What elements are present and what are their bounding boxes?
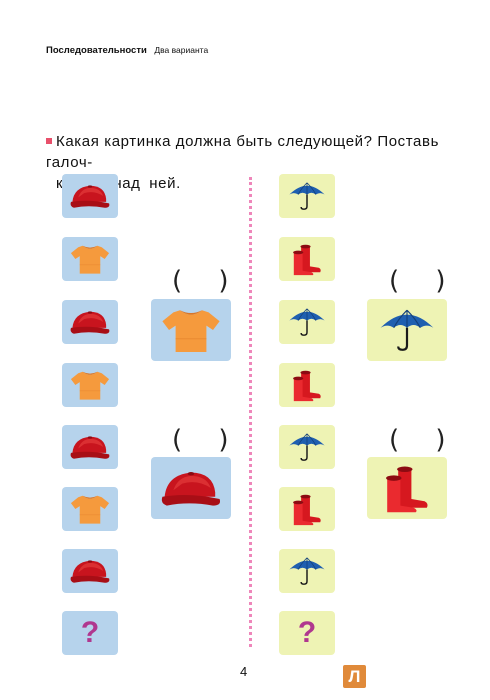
boots-card [279, 363, 335, 407]
answer-checkbox-tshirt[interactable]: ( ) [172, 266, 243, 296]
boots-card [279, 487, 335, 531]
bullet-icon [46, 138, 52, 144]
cap-icon [158, 463, 224, 513]
cap-icon [68, 554, 112, 588]
option-boots-card[interactable] [367, 457, 447, 519]
boots-icon [285, 242, 329, 276]
option-cap-card[interactable] [151, 457, 231, 519]
umbrella-icon [374, 305, 440, 355]
answer-checkbox-umbrella[interactable]: ( ) [389, 266, 460, 296]
boots-icon [374, 463, 440, 513]
option-tshirt-card[interactable] [151, 299, 231, 361]
instruction-line-1: Какая картинка должна быть следующей? По… [46, 133, 439, 171]
tshirt-card [62, 487, 118, 531]
boots-icon [285, 492, 329, 526]
question-card: ? [62, 611, 118, 655]
umbrella-card [279, 174, 335, 218]
page-number: 4 [240, 664, 248, 679]
answer-checkbox-cap[interactable]: ( ) [172, 425, 243, 455]
umbrella-card [279, 425, 335, 469]
cap-card [62, 300, 118, 344]
tshirt-icon [68, 492, 112, 526]
umbrella-card [279, 300, 335, 344]
option-umbrella-card[interactable] [367, 299, 447, 361]
answer-checkbox-boots[interactable]: ( ) [389, 425, 460, 455]
cap-card [62, 549, 118, 593]
cap-card [62, 425, 118, 469]
tshirt-icon [68, 242, 112, 276]
page-header: Последовательности Два варианта [46, 45, 208, 56]
umbrella-icon [285, 430, 329, 464]
tshirt-card [62, 363, 118, 407]
boots-icon [285, 368, 329, 402]
question-card: ? [279, 611, 335, 655]
cap-icon [68, 305, 112, 339]
question-mark: ? [80, 616, 100, 649]
question-mark: ? [297, 616, 317, 649]
umbrella-card [279, 549, 335, 593]
section-subtitle: Два варианта [154, 45, 209, 55]
tshirt-card [62, 237, 118, 281]
umbrella-icon [285, 554, 329, 588]
boots-card [279, 237, 335, 281]
cap-icon [68, 179, 112, 213]
umbrella-icon [285, 179, 329, 213]
cap-card [62, 174, 118, 218]
cap-icon [68, 430, 112, 464]
umbrella-icon [285, 305, 329, 339]
column-divider [249, 177, 252, 647]
tshirt-icon [68, 368, 112, 402]
section-title: Последовательности [46, 45, 147, 56]
tshirt-icon [158, 305, 224, 355]
publisher-logo: Л [343, 665, 366, 688]
